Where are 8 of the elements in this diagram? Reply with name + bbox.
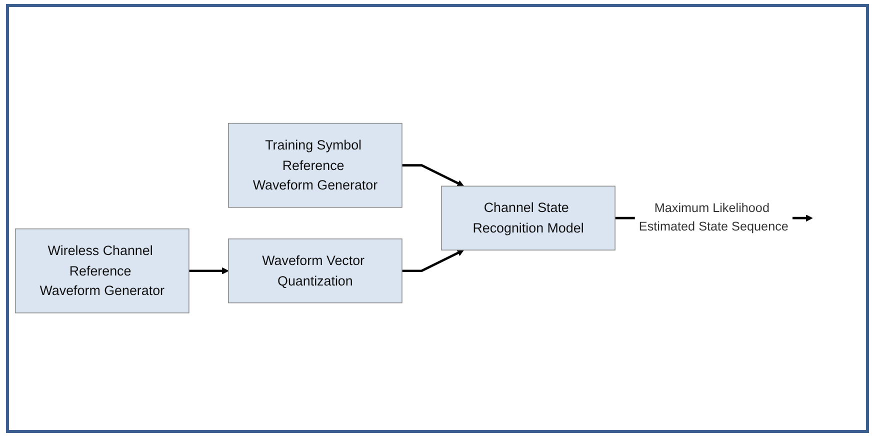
edge-label: Maximum Likelihood Estimated State Sequence — [638, 202, 788, 234]
node-box: Wireless Channel Reference Waveform Generator — [14, 228, 190, 314]
node-box: Training Symbol Reference Waveform Generator — [228, 123, 402, 208]
arrow — [402, 164, 464, 187]
node-box: Channel State Recognition Model — [441, 186, 616, 251]
node-box: Waveform Vector Quantization — [228, 238, 402, 304]
arrow — [402, 250, 464, 272]
arrow — [188, 268, 229, 275]
